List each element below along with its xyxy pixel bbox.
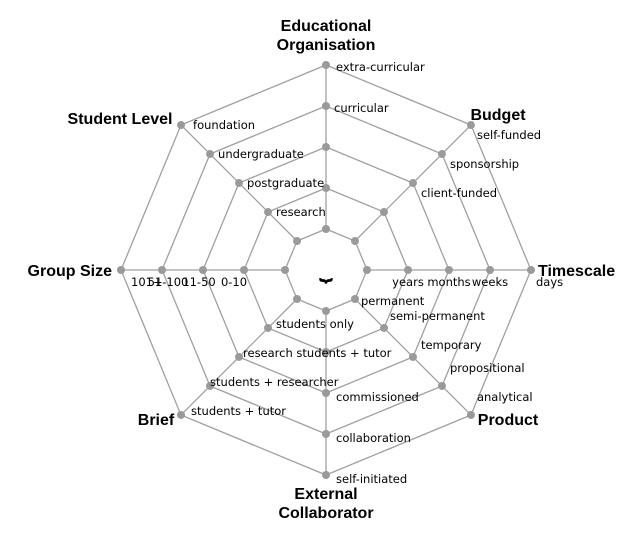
node-group-size-3 <box>199 266 207 274</box>
axis-title-group-size: Group Size <box>28 263 113 280</box>
level-label-brief-1: students + tutor <box>191 404 286 418</box>
level-label-product-5: permanent <box>361 294 425 308</box>
node-educational-organisation-1 <box>322 61 330 69</box>
node-educational-organisation-5 <box>322 225 330 233</box>
node-timescale-2 <box>486 266 494 274</box>
level-label-product-3: temporary <box>421 338 482 352</box>
level-label-external-collaborator-1: self-initiated <box>336 472 407 486</box>
node-budget-5 <box>350 237 359 246</box>
node-product-3 <box>408 352 417 361</box>
level-label-timescale-2: weeks <box>472 275 508 289</box>
node-product-1 <box>466 410 475 419</box>
axis-title-timescale: Timescale <box>538 263 615 280</box>
level-label-group-size-2: 51-100 <box>148 275 189 289</box>
node-student-level-2 <box>206 150 215 159</box>
level-label-student-level-3: postgraduate <box>247 176 324 190</box>
level-label-student-level-1: foundation <box>193 118 255 132</box>
level-label-external-collaborator-2: collaboration <box>336 431 411 445</box>
radar-nodes <box>117 61 535 479</box>
node-student-level-3 <box>235 179 244 188</box>
level-label-brief-2: students + researcher <box>210 375 339 389</box>
level-label-brief-4: students only <box>276 317 354 331</box>
level-label-brief-3: research students + tutor <box>243 346 392 360</box>
node-educational-organisation-2 <box>322 102 330 110</box>
node-timescale-3 <box>445 266 453 274</box>
node-student-level-4 <box>264 208 273 217</box>
level-label-student-level-2: undergraduate <box>218 147 304 161</box>
level-label-group-size-3: 11-50 <box>182 275 215 289</box>
node-group-size-1 <box>117 266 125 274</box>
node-brief-4 <box>264 323 273 332</box>
level-label-educational-organisation-1: extra-curricular <box>336 60 425 74</box>
node-group-size-4 <box>240 266 248 274</box>
node-product-5 <box>350 294 359 303</box>
axis-title-student-level: Student Level <box>68 111 173 128</box>
level-label-educational-organisation-2: curricular <box>334 101 389 115</box>
node-group-size-2 <box>158 266 166 274</box>
node-product-2 <box>437 381 446 390</box>
level-label-product-1: analytical <box>477 390 533 404</box>
node-external-collaborator-5 <box>322 307 330 315</box>
node-budget-4 <box>379 208 388 217</box>
level-label-timescale-4: years <box>392 275 424 289</box>
center-bracket-glyph: ⏟ <box>318 257 333 284</box>
node-student-level-5 <box>293 237 302 246</box>
node-budget-3 <box>408 179 417 188</box>
level-label-group-size-1: 101+ <box>131 275 163 289</box>
node-educational-organisation-3 <box>322 143 330 151</box>
level-labels: extra-curricular curricular self-funded spo… <box>131 60 563 486</box>
axis-title-budget: Budget <box>470 107 526 124</box>
level-label-student-level-4: research <box>276 205 326 219</box>
level-label-timescale-3: months <box>427 275 470 289</box>
level-label-budget-1: self-funded <box>477 128 541 142</box>
node-student-level-1 <box>177 121 186 130</box>
node-budget-2 <box>437 150 446 159</box>
node-external-collaborator-1 <box>322 471 330 479</box>
node-product-4 <box>379 323 388 332</box>
node-external-collaborator-2 <box>322 430 330 438</box>
level-label-budget-3: client-funded <box>421 186 497 200</box>
node-timescale-1 <box>527 266 535 274</box>
node-timescale-5 <box>363 266 371 274</box>
node-group-size-5 <box>281 266 289 274</box>
node-external-collaborator-3 <box>322 389 330 397</box>
level-label-product-4: semi-permanent <box>390 309 485 323</box>
level-label-external-collaborator-3: commissioned <box>336 390 419 404</box>
node-budget-1 <box>466 121 475 130</box>
node-brief-1 <box>177 410 186 419</box>
axis-title-brief: Brief <box>138 412 175 429</box>
level-label-group-size-4: 0-10 <box>221 275 247 289</box>
level-label-product-2: propositional <box>450 361 525 375</box>
node-brief-3 <box>235 352 244 361</box>
node-external-collaborator-4 <box>322 348 330 356</box>
node-educational-organisation-4 <box>322 184 330 192</box>
level-label-timescale-1: days <box>536 275 563 289</box>
node-brief-2 <box>206 381 215 390</box>
axis-title-product: Product <box>478 412 539 429</box>
level-label-budget-2: sponsorship <box>450 157 519 171</box>
node-brief-5 <box>293 294 302 303</box>
node-timescale-4 <box>404 266 412 274</box>
